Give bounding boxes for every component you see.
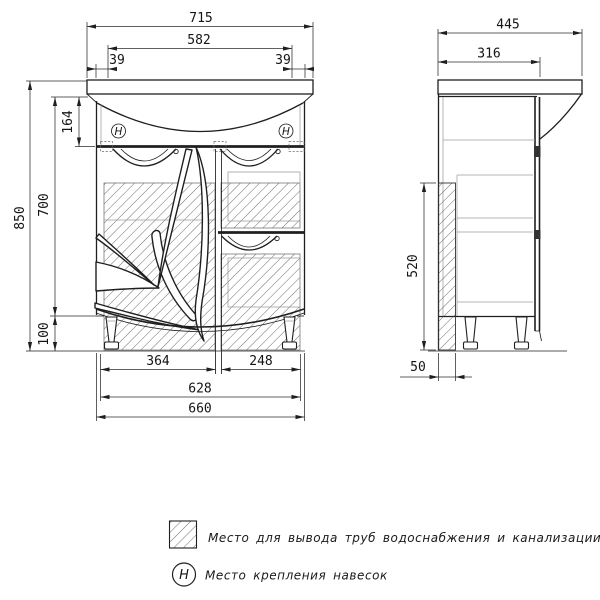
dim-cabinet-height: 700 [37,96,96,317]
dim-50-label: 50 [410,360,426,375]
dim-715-label: 715 [189,11,212,26]
dim-pipe-zone-height: 520 [406,182,436,351]
dim-316-label: 316 [477,47,500,62]
dim-drawer-width: 248 [221,354,301,372]
dim-850-label: 850 [13,206,28,229]
dim-100-label: 100 [37,322,52,345]
side-countertop [437,79,583,140]
dim-total-height: 850 [13,80,87,351]
drawer-handle-top [219,148,281,167]
drawer-handle-bottom [221,235,280,251]
dim-39l-label: 39 [109,53,125,68]
pipe-zone-hatch-side [438,182,456,351]
legend-hangers-label: Место крепления навесок [205,569,388,583]
door-handle-left [112,148,179,167]
dim-apron-height: 164 [61,97,95,147]
dim-39r-label: 39 [275,53,291,68]
side-hidden-interior [442,97,535,316]
hinge-plate-right [288,141,305,152]
hatch-swatch-icon [168,520,198,549]
dim-445-label: 445 [496,18,519,33]
front-legs [103,316,298,350]
hidden-drawer-outlines [104,171,301,308]
dim-offset-left: 39 [87,53,125,78]
dim-total-depth: 445 [437,18,583,76]
dim-offset-right: 39 [275,53,314,78]
hinge-plate-center [213,141,227,152]
dim-cabinet-depth: 316 [438,47,541,77]
legend-pipes-label: Место для вывода труб водоснабжения и ка… [208,531,600,545]
hanger-legend-icon [171,562,197,587]
dim-door-width: 364 [100,354,301,401]
hinge-plate-left [100,141,113,152]
side-view [428,79,583,352]
dim-660-label: 660 [188,402,211,417]
dim-364-label: 364 [146,354,170,369]
hanger-symbol-left: H [115,126,123,138]
dim-cabinet-width: 660 [96,353,305,421]
hanger-mark-right: H [278,123,294,139]
door-gap [215,149,222,374]
legend-item-hangers: H Место крепления навесок [171,562,388,587]
dim-inner-width: 628 [100,382,301,400]
side-legs [462,316,530,350]
dim-pipe-zone-width: 50 [400,353,472,381]
dim-520-label: 520 [406,254,421,277]
hanger-mark-left: H [111,123,126,139]
legend-item-pipes: Место для вывода труб водоснабжения и ка… [168,520,600,549]
dim-582-label: 582 [187,33,210,48]
dim-164-label: 164 [61,110,76,134]
door-bottom-curve [95,308,305,332]
dim-700-label: 700 [37,193,52,216]
hanger-symbol-right: H [282,126,290,138]
side-hinge-top [534,146,541,157]
dim-628-label: 628 [188,382,211,397]
dim-248-label: 248 [249,354,272,369]
door-floral-decor [94,146,210,342]
hanger-legend-symbol: H [179,568,189,583]
dim-basin-width: 582 [107,33,293,78]
side-hinge-bottom [534,230,541,239]
dim-leg-height: 100 [37,316,58,351]
legend: Место для вывода труб водоснабжения и ка… [168,520,600,587]
dimensions: 715 582 39 39 850 [13,11,583,421]
front-basin-rim [86,79,314,133]
front-view: H H [26,79,314,374]
